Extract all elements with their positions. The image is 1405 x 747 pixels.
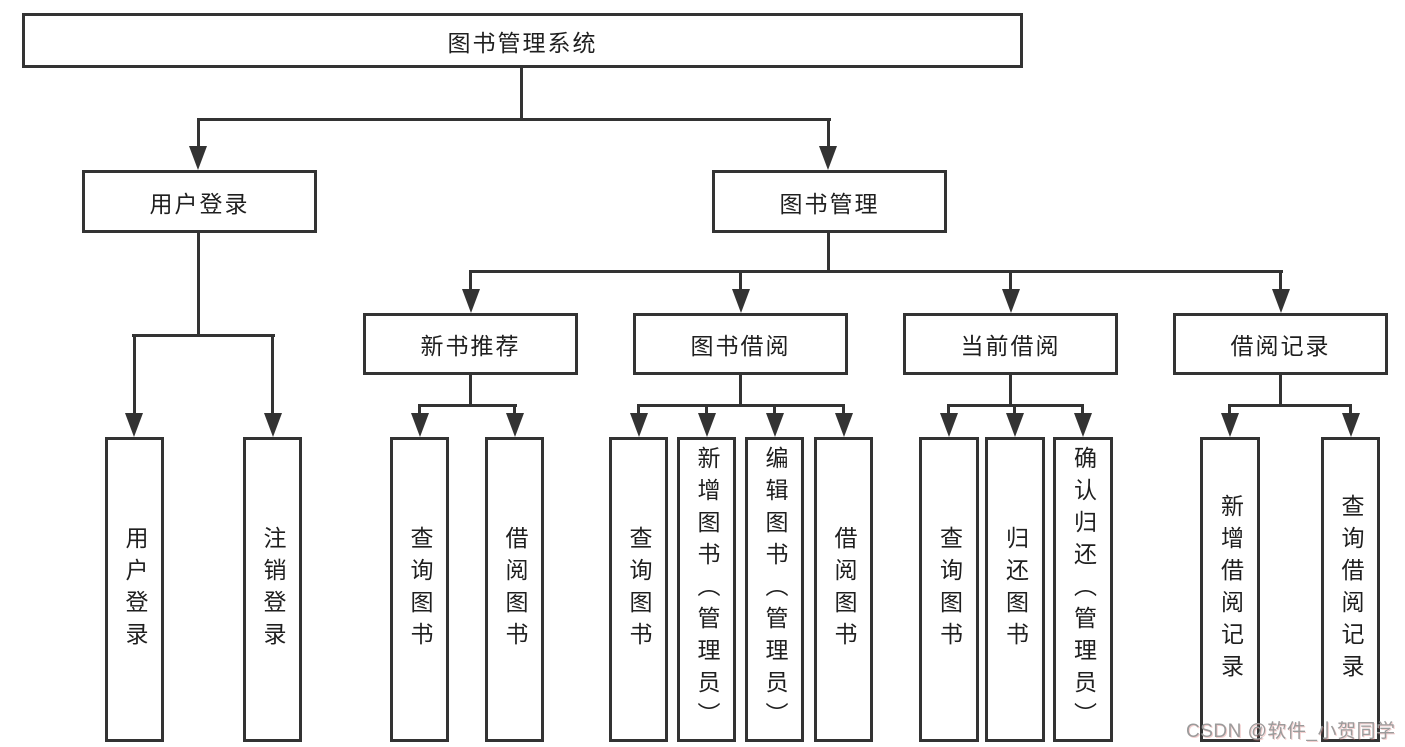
node-label: 图书管理 [779, 190, 880, 217]
edge-current-borrow-rail [947, 404, 1084, 407]
leaf-logout: 注销登录 [243, 437, 302, 742]
arrow-down-icon [698, 413, 716, 437]
node-new-book-recommend: 新书推荐 [363, 313, 578, 375]
arrow-down-icon [819, 146, 837, 170]
leaf-borrow-edit-book: 编辑图书（管理员） [745, 437, 804, 742]
edge-recommend-stem [469, 375, 472, 406]
edge-borrow-records-stem [1279, 375, 1282, 406]
leaf-borrow-add-book: 新增图书（管理员） [677, 437, 736, 742]
node-book-management: 图书管理 [712, 170, 947, 233]
edge-to-leaf [705, 406, 708, 415]
node-label: 图书借阅 [690, 333, 791, 359]
arrow-down-icon [1006, 413, 1024, 437]
edge-root-rail [197, 118, 831, 121]
leaf-label: 查询借阅记录 [1338, 493, 1364, 686]
node-label: 新书推荐 [420, 333, 521, 359]
edge-to-leaf [1081, 406, 1084, 415]
edge-recommend-rail [418, 404, 517, 407]
arrow-down-icon [1074, 413, 1092, 437]
edge-user-login-rail [132, 334, 275, 337]
leaf-label: 借阅图书 [831, 525, 857, 654]
edge-book-borrow-rail [637, 404, 845, 407]
arrow-down-icon [462, 289, 480, 313]
edge-to-leaf [1013, 406, 1016, 415]
node-current-borrow: 当前借阅 [903, 313, 1118, 375]
edge-book-management-rail [469, 270, 1283, 273]
leaf-borrow-query-book: 查询图书 [609, 437, 668, 742]
arrow-down-icon [506, 413, 524, 437]
leaf-records-add-record: 新增借阅记录 [1200, 437, 1260, 742]
edge-to-new-book-recommend [469, 273, 472, 291]
leaf-current-return-book: 归还图书 [985, 437, 1045, 742]
leaf-label: 借阅图书 [502, 525, 528, 654]
leaf-label: 新增借阅记录 [1217, 493, 1244, 686]
arrow-down-icon [732, 289, 750, 313]
arrow-down-icon [189, 146, 207, 170]
node-root-label: 图书管理系统 [447, 29, 598, 56]
edge-to-leaf-login [133, 337, 136, 413]
node-borrow-records: 借阅记录 [1173, 313, 1388, 375]
arrow-down-icon [1342, 413, 1360, 437]
leaf-label: 查询图书 [626, 525, 652, 654]
edge-to-book-borrow [739, 273, 742, 291]
leaf-label: 查询图书 [407, 525, 433, 654]
edge-to-current-borrow [1009, 273, 1012, 291]
edge-to-book-management [827, 120, 830, 150]
edge-to-leaf [842, 406, 845, 415]
arrow-down-icon [630, 413, 648, 437]
leaf-recommend-borrow-book: 借阅图书 [485, 437, 544, 742]
arrow-down-icon [1221, 413, 1239, 437]
edge-to-leaf [637, 406, 640, 415]
arrow-down-icon [835, 413, 853, 437]
edge-book-borrow-stem [739, 375, 742, 406]
leaf-label: 归还图书 [1002, 525, 1029, 654]
node-label: 当前借阅 [960, 333, 1061, 359]
node-user-login: 用户登录 [82, 170, 317, 233]
edge-to-borrow-records [1279, 273, 1282, 291]
edge-to-user-login [197, 120, 200, 150]
arrow-down-icon [125, 413, 143, 437]
node-root: 图书管理系统 [22, 13, 1023, 68]
edge-root-stem [520, 68, 523, 120]
edge-user-login-stem [197, 233, 200, 337]
leaf-current-query-book: 查询图书 [919, 437, 979, 742]
arrow-down-icon [264, 413, 282, 437]
node-label: 用户登录 [149, 190, 250, 217]
leaf-recommend-query-book: 查询图书 [390, 437, 449, 742]
edge-to-leaf [1228, 406, 1231, 415]
leaf-borrow-borrow-book: 借阅图书 [814, 437, 873, 742]
leaf-current-confirm-return: 确认归还（管理员） [1053, 437, 1113, 742]
edge-to-leaf-logout [271, 337, 274, 413]
node-label: 借阅记录 [1230, 333, 1331, 359]
csdn-watermark: CSDN @软件_小贺同学 [1186, 721, 1396, 742]
edge-to-leaf [773, 406, 776, 415]
arrow-down-icon [1002, 289, 1020, 313]
node-book-borrow: 图书借阅 [633, 313, 848, 375]
leaf-label: 查询图书 [936, 525, 963, 654]
arrow-down-icon [940, 413, 958, 437]
leaf-label: 编辑图书（管理员） [762, 445, 788, 734]
edge-book-management-stem [827, 233, 830, 273]
leaf-label: 确认归还（管理员） [1070, 445, 1097, 734]
leaf-label: 注销登录 [260, 525, 286, 654]
leaf-label: 新增图书（管理员） [694, 445, 720, 734]
leaf-label: 用户登录 [122, 525, 148, 654]
leaf-records-query-record: 查询借阅记录 [1321, 437, 1380, 742]
edge-to-leaf [418, 406, 421, 415]
edge-to-leaf [1349, 406, 1352, 415]
edge-borrow-records-rail [1228, 404, 1352, 407]
edge-current-borrow-stem [1009, 375, 1012, 406]
edge-to-leaf [947, 406, 950, 415]
arrow-down-icon [766, 413, 784, 437]
edge-to-leaf [513, 406, 516, 415]
arrow-down-icon [411, 413, 429, 437]
arrow-down-icon [1272, 289, 1290, 313]
leaf-user-login: 用户登录 [105, 437, 164, 742]
